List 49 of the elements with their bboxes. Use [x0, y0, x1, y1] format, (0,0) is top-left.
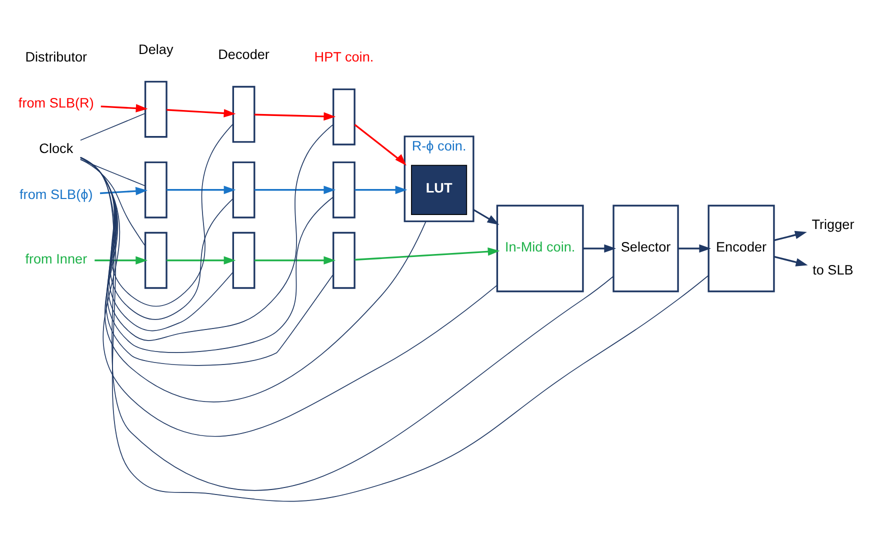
node-box: LUT	[411, 164, 468, 214]
node-box: Selector	[612, 204, 679, 292]
arrow	[100, 186, 148, 195]
node-text: from SLB(R)	[18, 94, 94, 110]
node-text: from SLB(ϕ)	[20, 186, 93, 202]
arrow	[354, 124, 406, 166]
arrow	[94, 256, 148, 264]
arrow	[100, 104, 148, 112]
node-box	[232, 231, 256, 288]
arrow	[774, 230, 807, 241]
label: Distributor	[25, 49, 88, 64]
arrow	[678, 244, 712, 252]
arrow	[583, 244, 616, 252]
arrow	[166, 108, 236, 117]
arrow	[254, 185, 336, 194]
node-box: Encoder	[708, 204, 775, 292]
connector	[80, 112, 146, 140]
node-box	[332, 231, 356, 288]
label: Delay	[138, 41, 174, 56]
connector	[80, 156, 614, 490]
arrow	[774, 255, 808, 266]
connector	[80, 156, 426, 402]
node-text: from Inner	[25, 251, 88, 266]
node-box	[332, 160, 356, 218]
node-box	[332, 88, 356, 145]
connector	[80, 156, 498, 436]
arrow	[354, 185, 408, 194]
connector	[80, 156, 709, 502]
node-box	[232, 85, 256, 142]
connector	[80, 123, 334, 340]
arrow	[354, 246, 500, 260]
connector	[80, 158, 146, 246]
node-box	[232, 160, 256, 218]
node-box	[144, 160, 168, 218]
label: HPT coin.	[314, 49, 374, 64]
label: Decoder	[218, 46, 270, 62]
node-text: to SLB	[812, 262, 854, 278]
node-box	[144, 80, 168, 138]
arrow	[254, 112, 336, 120]
arrow	[473, 208, 500, 224]
arrow	[166, 185, 236, 194]
node-box: In-Mid coin.	[496, 204, 584, 292]
node-box	[144, 231, 168, 288]
arrow	[166, 256, 236, 264]
connector	[80, 123, 234, 306]
arrow	[254, 256, 336, 264]
node-text: Clock	[39, 140, 74, 156]
connector	[80, 158, 146, 186]
node-text: Trigger	[812, 216, 854, 232]
